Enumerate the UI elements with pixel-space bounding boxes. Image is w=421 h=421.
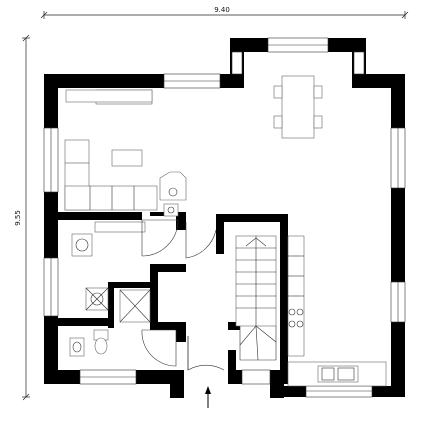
wc	[69, 329, 109, 357]
utility-room	[71, 221, 146, 311]
width-dimension-label: 9.40	[214, 6, 230, 14]
living-room-furniture	[64, 89, 187, 217]
windows	[43, 37, 406, 398]
interior-walls	[58, 212, 288, 384]
kitchen	[287, 235, 387, 387]
shower	[119, 289, 151, 323]
staircase	[235, 235, 277, 361]
entrance-arrow	[205, 386, 211, 408]
height-dimension-label: 9.55	[14, 210, 22, 226]
dining-furniture	[273, 75, 323, 139]
height-dimension: 9.55	[14, 34, 30, 401]
width-dimension: 9.40	[40, 6, 409, 19]
doors	[141, 219, 225, 371]
